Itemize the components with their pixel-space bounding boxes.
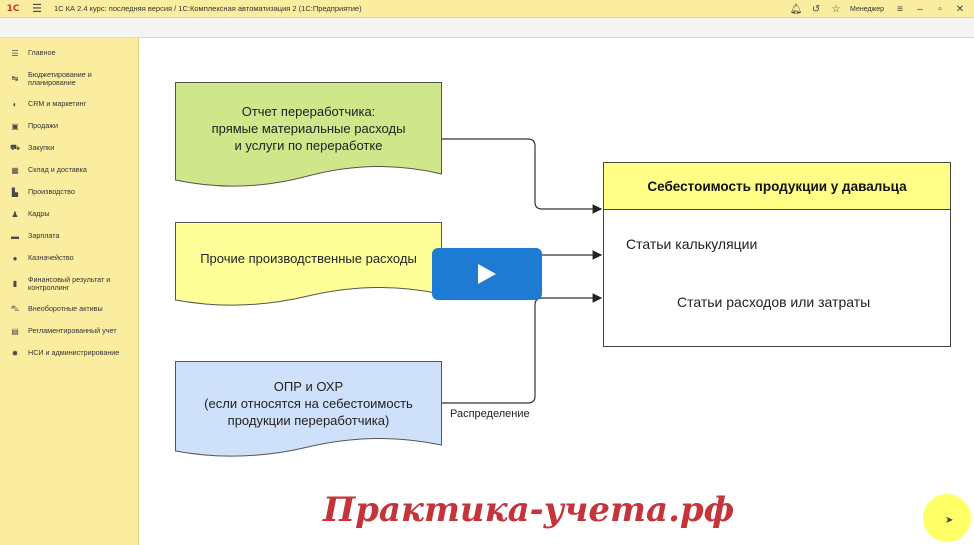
toolbar: [0, 18, 974, 38]
sidebar-item-budgeting[interactable]: ↹ Бюджетирование и планирование: [0, 64, 138, 93]
factory-icon: ▙: [11, 187, 19, 197]
restore-icon[interactable]: ▫: [938, 3, 942, 15]
crm-icon: ◐: [12, 99, 18, 109]
chart-bars-icon: ▮: [12, 279, 18, 288]
sidebar-item-label: Кадры: [28, 209, 50, 218]
sidebar-item-regulated-accounting[interactable]: ▤ Регламентированный учет: [0, 320, 138, 342]
play-icon: [478, 264, 496, 284]
coin-icon: ●: [12, 253, 18, 263]
title-actions: 🔔︎ ↺ ☆ Менеджер ≡ – ▫ ✕: [786, 0, 970, 18]
cursor-highlight: [923, 494, 971, 542]
car-icon: ⛍: [10, 304, 20, 313]
sidebar-item-label: Закупки: [28, 143, 55, 152]
box1-line-3: и услуги по переработке: [234, 137, 383, 153]
salary-icon: ▬: [11, 231, 19, 241]
sidebar-item-label: CRM и маркетинг: [28, 99, 87, 108]
sidebar-item-label: Производство: [28, 187, 75, 196]
warehouse-icon: ▦: [11, 165, 19, 175]
window-title: 1С КА 2.4 курс: последняя версия / 1С:Ко…: [54, 4, 362, 13]
sidebar-item-salary[interactable]: ▬ Зарплата: [0, 225, 138, 247]
settings-menu-icon[interactable]: ≡: [897, 3, 903, 15]
target-box-cost-of-products: Себестоимость продукции у давальца Стать…: [603, 162, 951, 347]
sidebar-item-label: Казначейство: [28, 253, 74, 262]
ledger-icon: ▤: [11, 326, 19, 336]
title-bar: 1С ☰ 1С КА 2.4 курс: последняя версия / …: [0, 0, 974, 18]
person-icon: ♟: [11, 209, 19, 219]
sidebar-item-label: Бюджетирование и планирование: [28, 69, 92, 87]
box1-line-1: Отчет переработчика:: [241, 103, 376, 119]
target-title: Себестоимость продукции у давальца: [604, 163, 950, 210]
distribution-label: Распределение: [450, 408, 530, 420]
history-icon[interactable]: ↺: [811, 3, 821, 15]
minimize-icon[interactable]: –: [917, 3, 923, 15]
sidebar-item-admin[interactable]: ✹ НСИ и администрирование: [0, 342, 138, 364]
cart-icon: ⛟: [9, 143, 21, 152]
sidebar-item-label: Регламентированный учет: [28, 326, 117, 335]
favorites-star-icon[interactable]: ☆: [831, 3, 841, 15]
main-menu-icon[interactable]: ☰: [32, 3, 42, 15]
1c-logo-icon: 1С: [6, 3, 20, 14]
target-item-expense-articles: Статьи расходов или затраты: [677, 294, 871, 310]
sidebar-item-label: Финансовый результат и контроллинг: [28, 274, 111, 292]
sidebar-item-production[interactable]: ▙ Производство: [0, 181, 138, 203]
box3-line-1: ОПР и ОХР: [273, 378, 344, 394]
sidebar-item-warehouse[interactable]: ▦ Склад и доставка: [0, 159, 138, 181]
sidebar: ☰Главное ↹Бюджетирование и планирование …: [0, 38, 139, 545]
box1-line-2: прямые материальные расходы: [211, 120, 406, 136]
sales-bag-icon: ▣: [11, 121, 19, 131]
sidebar-item-main[interactable]: ☰ Главное: [0, 42, 138, 64]
sidebar-item-label: Главное: [28, 48, 56, 57]
budget-icon: ↹: [11, 74, 19, 83]
sidebar-item-treasury[interactable]: ● Казначейство: [0, 247, 138, 269]
notifications-bell-icon[interactable]: 🔔︎: [789, 3, 803, 15]
gear-icon: ✹: [11, 348, 19, 358]
connector-arrow-1: [442, 138, 603, 214]
box3-line-2: (если относятся на себестоимость: [204, 395, 413, 411]
source-box-other-production-costs: Прочие производственные расходы: [175, 222, 442, 314]
box3-line-3: продукции переработчика): [227, 412, 390, 428]
watermark-text: Практика-учета.рф: [323, 490, 735, 530]
current-user[interactable]: Менеджер: [850, 5, 884, 13]
video-play-button[interactable]: [432, 248, 542, 300]
sidebar-item-label: Склад и доставка: [28, 165, 87, 174]
source-box-processor-report: Отчет переработчика: прямые материальные…: [175, 82, 442, 202]
sidebar-item-label: НСИ и администрирование: [28, 348, 120, 357]
sidebar-item-crm[interactable]: ◐ CRM и маркетинг: [0, 93, 138, 115]
sidebar-item-label: Внеоборотные активы: [28, 304, 103, 313]
menu-lines-icon: ☰: [11, 48, 19, 58]
sidebar-item-sales[interactable]: ▣ Продажи: [0, 115, 138, 137]
box2-line-1: Прочие производственные расходы: [200, 250, 417, 266]
close-icon[interactable]: ✕: [955, 3, 965, 15]
connector-arrow-3: [442, 293, 603, 404]
sidebar-item-financial-result[interactable]: ▮ Финансовый результат и контроллинг: [0, 269, 138, 298]
sidebar-item-label: Зарплата: [28, 231, 60, 240]
target-item-calculation-articles: Статьи калькуляции: [626, 236, 758, 252]
sidebar-item-hr[interactable]: ♟ Кадры: [0, 203, 138, 225]
source-box-overheads: ОПР и ОХР (если относятся на себестоимос…: [175, 361, 442, 465]
sidebar-item-fixed-assets[interactable]: ⛍ Внеоборотные активы: [0, 298, 138, 320]
sidebar-item-label: Продажи: [28, 121, 59, 130]
sidebar-item-purchases[interactable]: ⛟ Закупки: [0, 137, 138, 159]
mouse-cursor-icon: ➤: [945, 515, 954, 526]
